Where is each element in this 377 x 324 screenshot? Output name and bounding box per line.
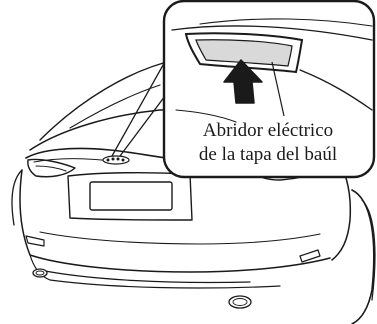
callout-label-line2: de la tapa del baúl [199, 144, 337, 165]
rear-window [39, 59, 176, 141]
car-rear-illustration [11, 59, 376, 324]
license-plate-recess [67, 171, 193, 221]
label-pointer-line [271, 61, 285, 117]
press-arrow-icon [223, 59, 263, 104]
right-exhaust [228, 295, 252, 309]
rear-right-wheel [351, 189, 376, 324]
callout-box: Abridor eléctrico de la tapa del baúl [162, 0, 376, 179]
right-reflector [299, 249, 321, 263]
left-reflector [25, 235, 45, 247]
callout-label-line1: Abridor eléctrico [203, 120, 333, 141]
left-taillight [27, 158, 76, 178]
opener-recess-zoom [184, 32, 304, 74]
rear-diffuser [39, 269, 251, 284]
left-exhaust [32, 268, 48, 278]
trunk-opener-button-location [102, 155, 130, 165]
rear-bumper [19, 169, 331, 273]
license-plate [89, 181, 173, 211]
